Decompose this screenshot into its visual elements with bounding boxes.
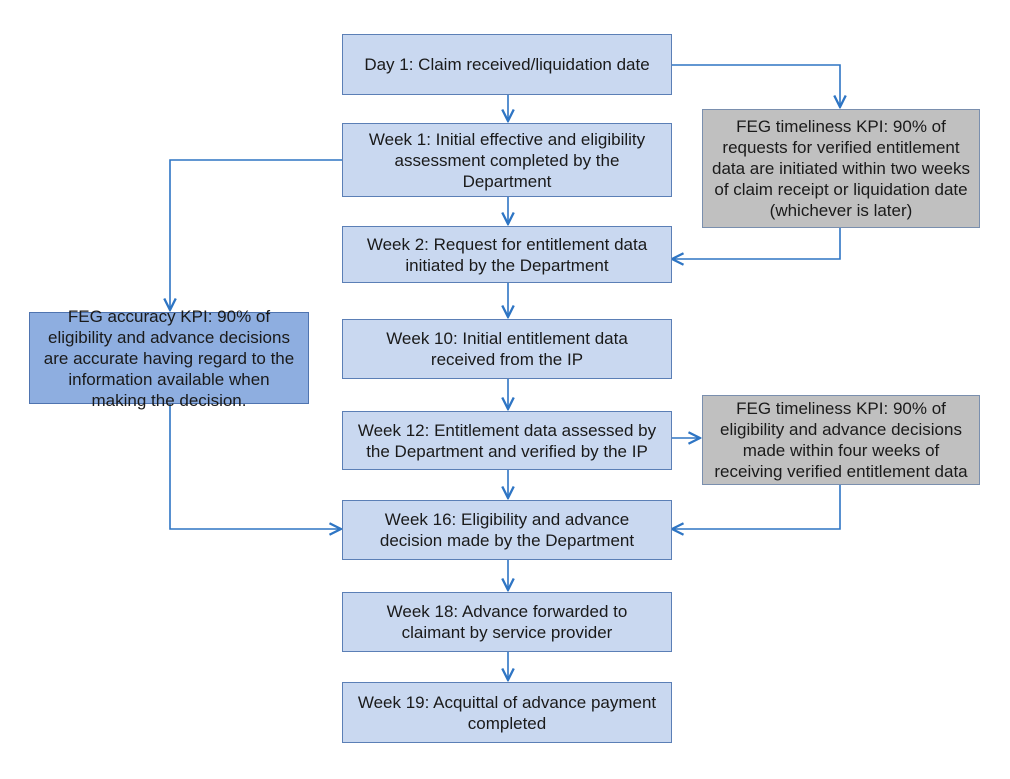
step-week18: Week 18: Advance forwarded to claimant b… [342, 592, 672, 652]
step-week16-label: Week 16: Eligibility and advance decisio… [379, 510, 635, 550]
step-week2: Week 2: Request for entitlement data ini… [342, 226, 672, 283]
kpi-timeliness-decisions: FEG timeliness KPI: 90% of eligibility a… [702, 395, 980, 485]
step-week12-label: Week 12: Entitlement data assessed by th… [357, 420, 657, 461]
kpi-timeliness-requests-label: FEG timeliness KPI: 90% of requests for … [712, 117, 970, 220]
kpi-accuracy-label: FEG accuracy KPI: 90% of eligibility and… [43, 306, 295, 410]
kpi-timeliness-decisions-label: FEG timeliness KPI: 90% of eligibility a… [714, 399, 968, 481]
arrow-kpi-timeliness-requests-to-week2 [672, 228, 841, 259]
step-week18-label: Week 18: Advance forwarded to claimant b… [386, 602, 628, 642]
kpi-timeliness-requests: FEG timeliness KPI: 90% of requests for … [702, 109, 980, 228]
arrow-kpi-accuracy-to-week16 [169, 404, 341, 529]
step-week1: Week 1: Initial effective and eligibilit… [342, 123, 672, 197]
step-week10-label: Week 10: Initial entitlement data receiv… [386, 329, 628, 369]
step-week12: Week 12: Entitlement data assessed by th… [342, 411, 672, 470]
arrow-day1-to-kpi-timeliness-requests [672, 64, 840, 107]
step-day1-label: Day 1: Claim received/liquidation date [364, 55, 650, 74]
arrow-kpi-timeliness-decisions-to-week16 [672, 485, 841, 529]
step-week19: Week 19: Acquittal of advance payment co… [342, 682, 672, 743]
step-week2-label: Week 2: Request for entitlement data ini… [366, 234, 648, 275]
step-week19-label: Week 19: Acquittal of advance payment co… [357, 692, 657, 733]
step-week16: Week 16: Eligibility and advance decisio… [342, 500, 672, 560]
arrow-week1-to-kpi-accuracy [170, 159, 342, 310]
step-week10: Week 10: Initial entitlement data receiv… [342, 319, 672, 379]
step-week1-label: Week 1: Initial effective and eligibilit… [368, 129, 646, 191]
step-day1: Day 1: Claim received/liquidation date [342, 34, 672, 95]
kpi-accuracy: FEG accuracy KPI: 90% of eligibility and… [29, 307, 309, 410]
